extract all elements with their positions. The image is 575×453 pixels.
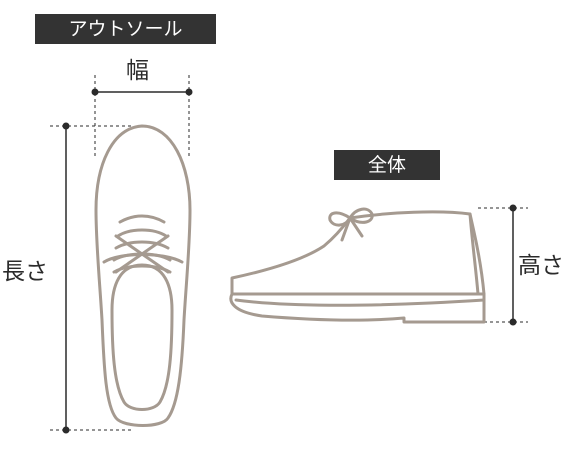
- whole-section-label: 全体: [334, 150, 440, 180]
- shoe-side-upper: [230, 210, 486, 296]
- height-dimension: [478, 204, 528, 326]
- width-label: 幅: [126, 58, 149, 84]
- shoe-top-view: [94, 124, 192, 427]
- shoe-side-view: [229, 207, 486, 324]
- width-dimension: [91, 75, 193, 158]
- length-dimension: [50, 122, 132, 434]
- shoe-side-sole: [229, 292, 486, 324]
- height-label: 高さ: [518, 253, 564, 279]
- shoe-top-outline: [94, 124, 192, 427]
- length-label: 長さ: [2, 259, 48, 285]
- shoe-top-opening: [110, 263, 174, 411]
- shoe-top-lace: [116, 228, 168, 238]
- outsole-section-label: アウトソール: [35, 14, 216, 44]
